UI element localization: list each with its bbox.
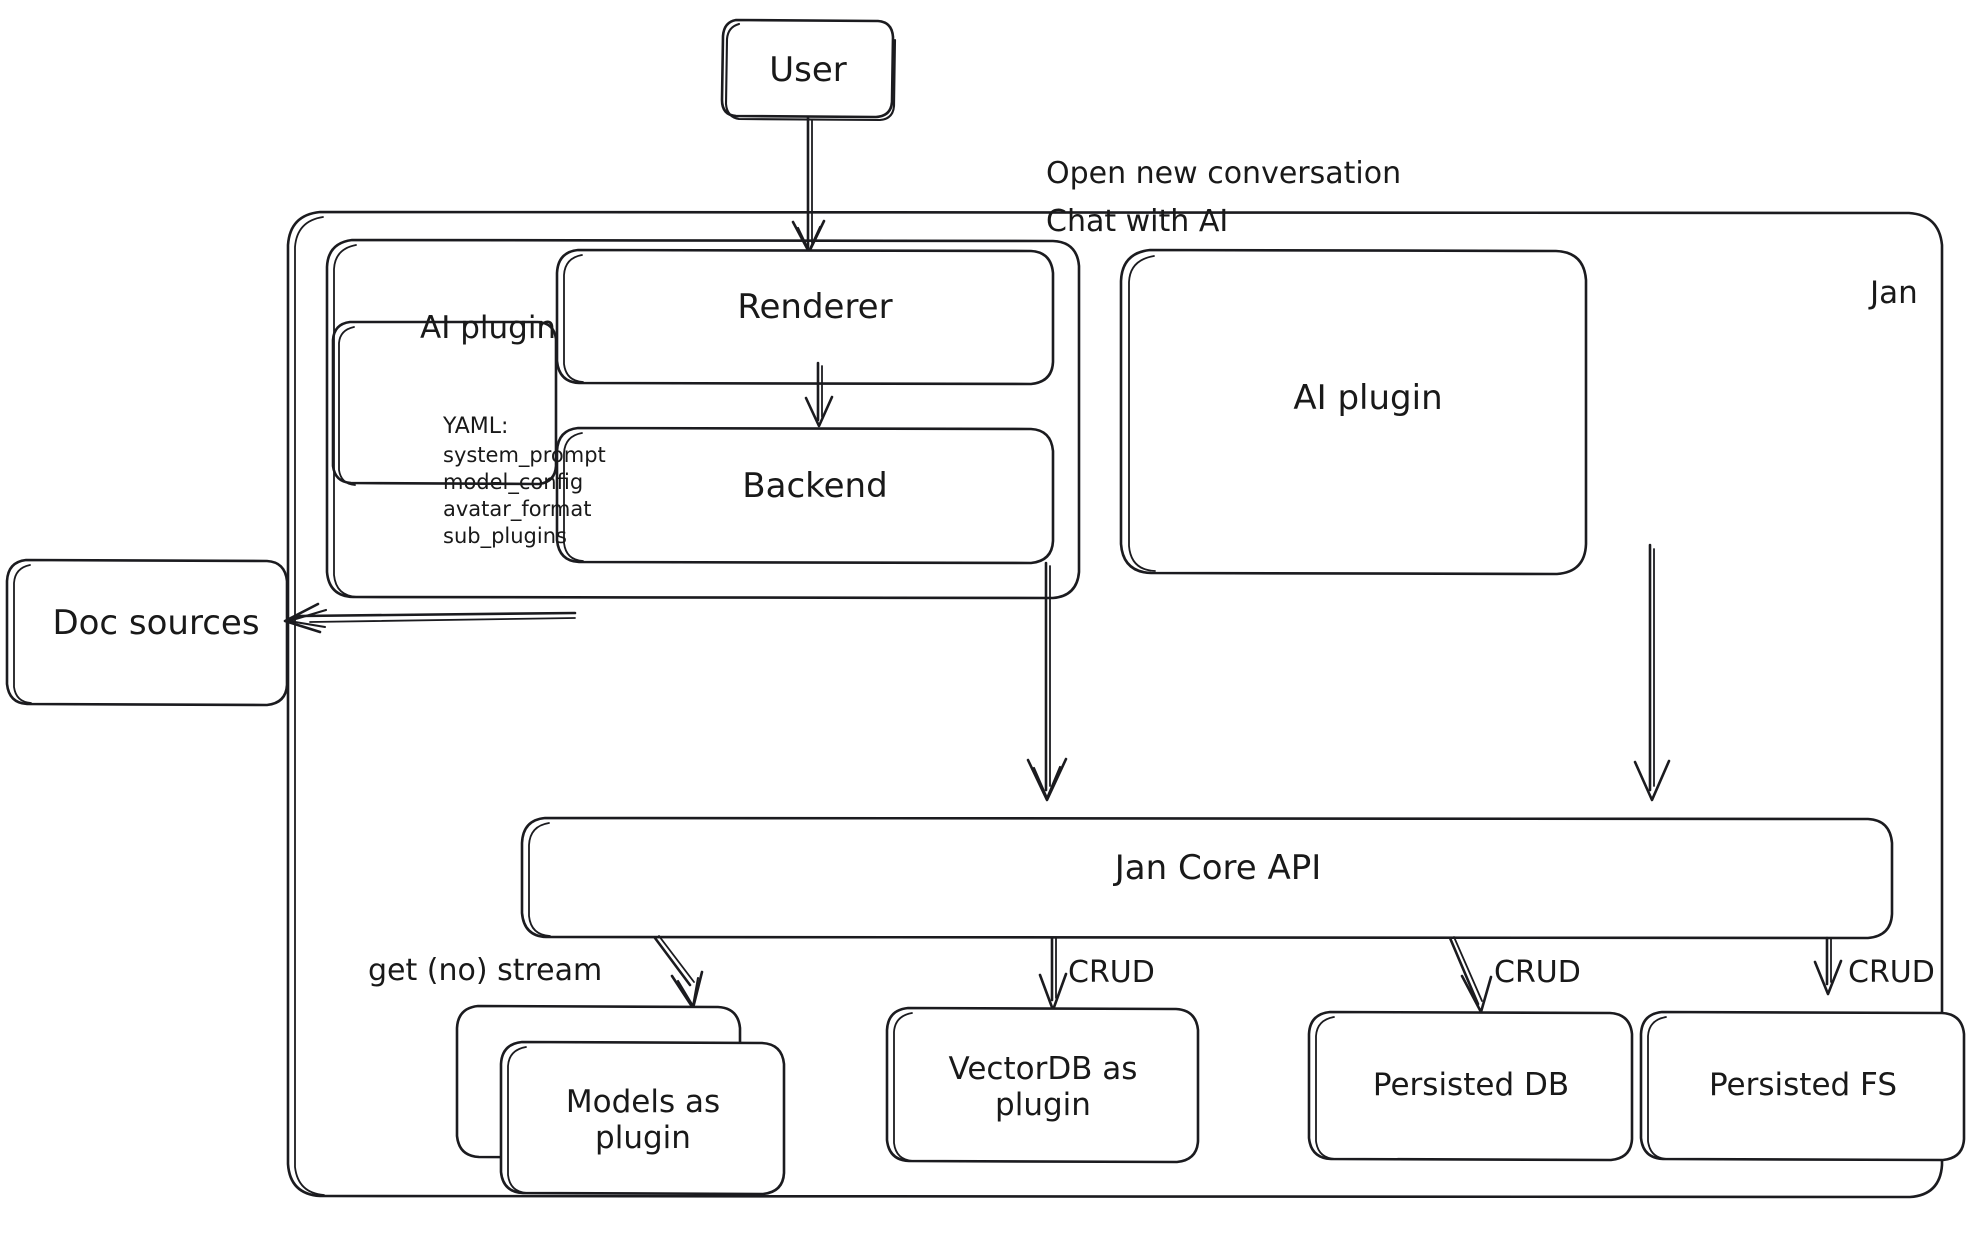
node-doc-sources-shape bbox=[5, 558, 289, 707]
edge-core-api-to-persisted-db bbox=[1448, 936, 1493, 1014]
node-jan-container-shape bbox=[286, 210, 1944, 1199]
yaml-item-model-config: model_config bbox=[443, 469, 584, 494]
node-backend-shape bbox=[555, 426, 1055, 565]
node-jan-core-api-shape bbox=[520, 816, 1894, 940]
node-persisted-fs-shape bbox=[1639, 1010, 1966, 1162]
node-ai-plugin-box-shape bbox=[1119, 248, 1588, 576]
node-yaml-card-shape bbox=[331, 320, 558, 486]
edge-backend-to-doc-sources bbox=[283, 602, 577, 634]
yaml-item-system-prompt: system_prompt bbox=[443, 442, 606, 467]
edge-ai-plugin-to-core-api bbox=[1633, 543, 1671, 802]
yaml-item-sub-plugins: sub_plugins bbox=[443, 524, 567, 549]
yaml-item-avatar-format: avatar_format bbox=[443, 497, 592, 522]
node-persisted-db-shape bbox=[1307, 1010, 1634, 1162]
node-models-plugin-shape bbox=[455, 1004, 786, 1196]
node-renderer-shape bbox=[555, 248, 1055, 386]
edge-user-to-renderer bbox=[791, 116, 826, 254]
edge-core-api-to-persisted-fs bbox=[1813, 936, 1843, 996]
node-vectordb-plugin-shape bbox=[885, 1006, 1200, 1164]
yaml-title: YAML: bbox=[443, 414, 509, 439]
edge-backend-to-core-api bbox=[1026, 561, 1068, 802]
edge-core-api-to-models bbox=[653, 935, 704, 1010]
edge-core-api-to-vectordb bbox=[1038, 936, 1068, 1012]
node-user-shape bbox=[720, 18, 897, 122]
node-yaml-card: YAML: system_prompt model_config avatar_… bbox=[443, 413, 653, 551]
edge-renderer-to-backend bbox=[804, 361, 834, 428]
